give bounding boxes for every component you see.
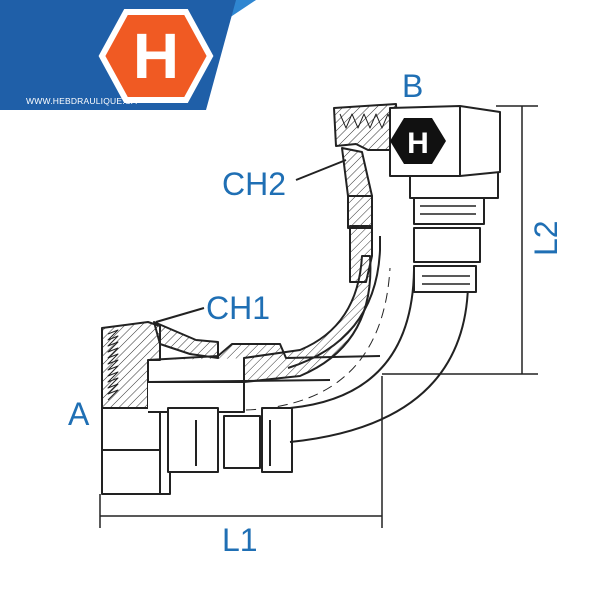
fitting-logo-letter: H xyxy=(407,127,429,160)
label-l1: L1 xyxy=(222,522,258,558)
body-horizontal-wall xyxy=(147,379,331,383)
ch1-leader xyxy=(155,307,205,323)
seat-ch2 xyxy=(341,147,373,197)
logo-letter: H xyxy=(133,20,179,92)
swivel-ring-lower-2 xyxy=(223,415,261,469)
body-vertical-hatch xyxy=(349,225,373,283)
elbow-bend-inner xyxy=(289,269,415,409)
swivel-ring-upper-marks xyxy=(420,205,476,285)
label-ch1: CH1 xyxy=(206,290,271,326)
elbow-centerline xyxy=(245,267,391,411)
swivel-ring-upper-2 xyxy=(413,227,481,263)
fitting-brand-mark: H xyxy=(390,118,446,164)
label-port-a: A xyxy=(68,396,90,432)
logo-hexagon xyxy=(98,9,214,103)
swivel-ring-upper-3 xyxy=(413,265,477,293)
label-l2: L2 xyxy=(528,220,564,256)
dimension-l1 xyxy=(99,376,383,528)
label-port-b: B xyxy=(402,68,424,104)
ch2-leader xyxy=(295,159,347,181)
swivel-ring-lower-3 xyxy=(261,407,293,473)
port-a-nut-hex xyxy=(101,449,167,495)
elbow-outer-contour xyxy=(289,285,469,443)
port-b-threads xyxy=(339,113,395,129)
label-ch2: CH2 xyxy=(222,166,287,202)
website-url: WWW.HEBDRAULIQUE.CA xyxy=(26,96,138,106)
dimension-l2 xyxy=(382,105,538,375)
body-vertical-seat xyxy=(347,195,373,229)
seat-ch1 xyxy=(153,321,219,359)
port-a-threads xyxy=(107,329,119,401)
port-b-nut-section xyxy=(333,103,399,151)
swivel-ring-lower-1 xyxy=(167,407,219,473)
brand-logo: H xyxy=(98,9,214,103)
